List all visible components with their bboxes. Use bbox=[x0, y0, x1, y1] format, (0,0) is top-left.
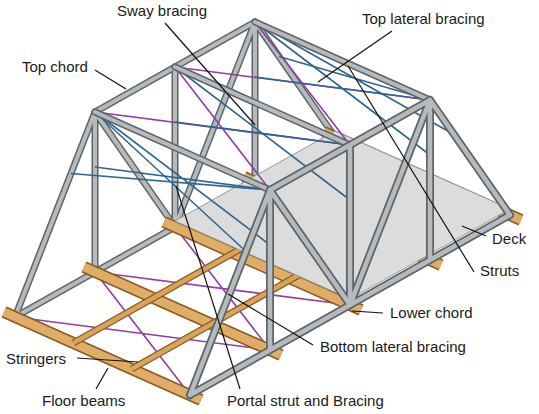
leader-line bbox=[352, 311, 383, 313]
leader-line bbox=[348, 66, 474, 272]
leader-line bbox=[77, 358, 138, 362]
part-label: Struts bbox=[478, 262, 521, 280]
floor-beams bbox=[4, 132, 521, 400]
near-truss bbox=[190, 100, 510, 395]
part-label: Floor beams bbox=[40, 392, 127, 410]
part-label: Lower chord bbox=[388, 304, 475, 322]
leader-line bbox=[165, 23, 255, 125]
leader-line bbox=[228, 294, 313, 345]
part-label: Bottom lateral bracing bbox=[318, 338, 468, 356]
leader-line bbox=[462, 226, 486, 236]
leader-line bbox=[318, 31, 392, 82]
leader-line bbox=[176, 186, 240, 389]
part-label: Top chord bbox=[20, 58, 90, 76]
leader-line bbox=[96, 368, 108, 389]
part-label: Deck bbox=[490, 230, 528, 248]
part-label: Stringers bbox=[4, 350, 68, 368]
struts bbox=[95, 22, 430, 190]
part-label: Sway bracing bbox=[115, 2, 209, 20]
part-label: Portal strut and Bracing bbox=[225, 392, 386, 410]
deck-slab bbox=[175, 131, 510, 299]
leader-line bbox=[95, 70, 126, 89]
top-lateral-bracing bbox=[95, 22, 430, 190]
part-label: Top lateral bracing bbox=[360, 10, 487, 28]
